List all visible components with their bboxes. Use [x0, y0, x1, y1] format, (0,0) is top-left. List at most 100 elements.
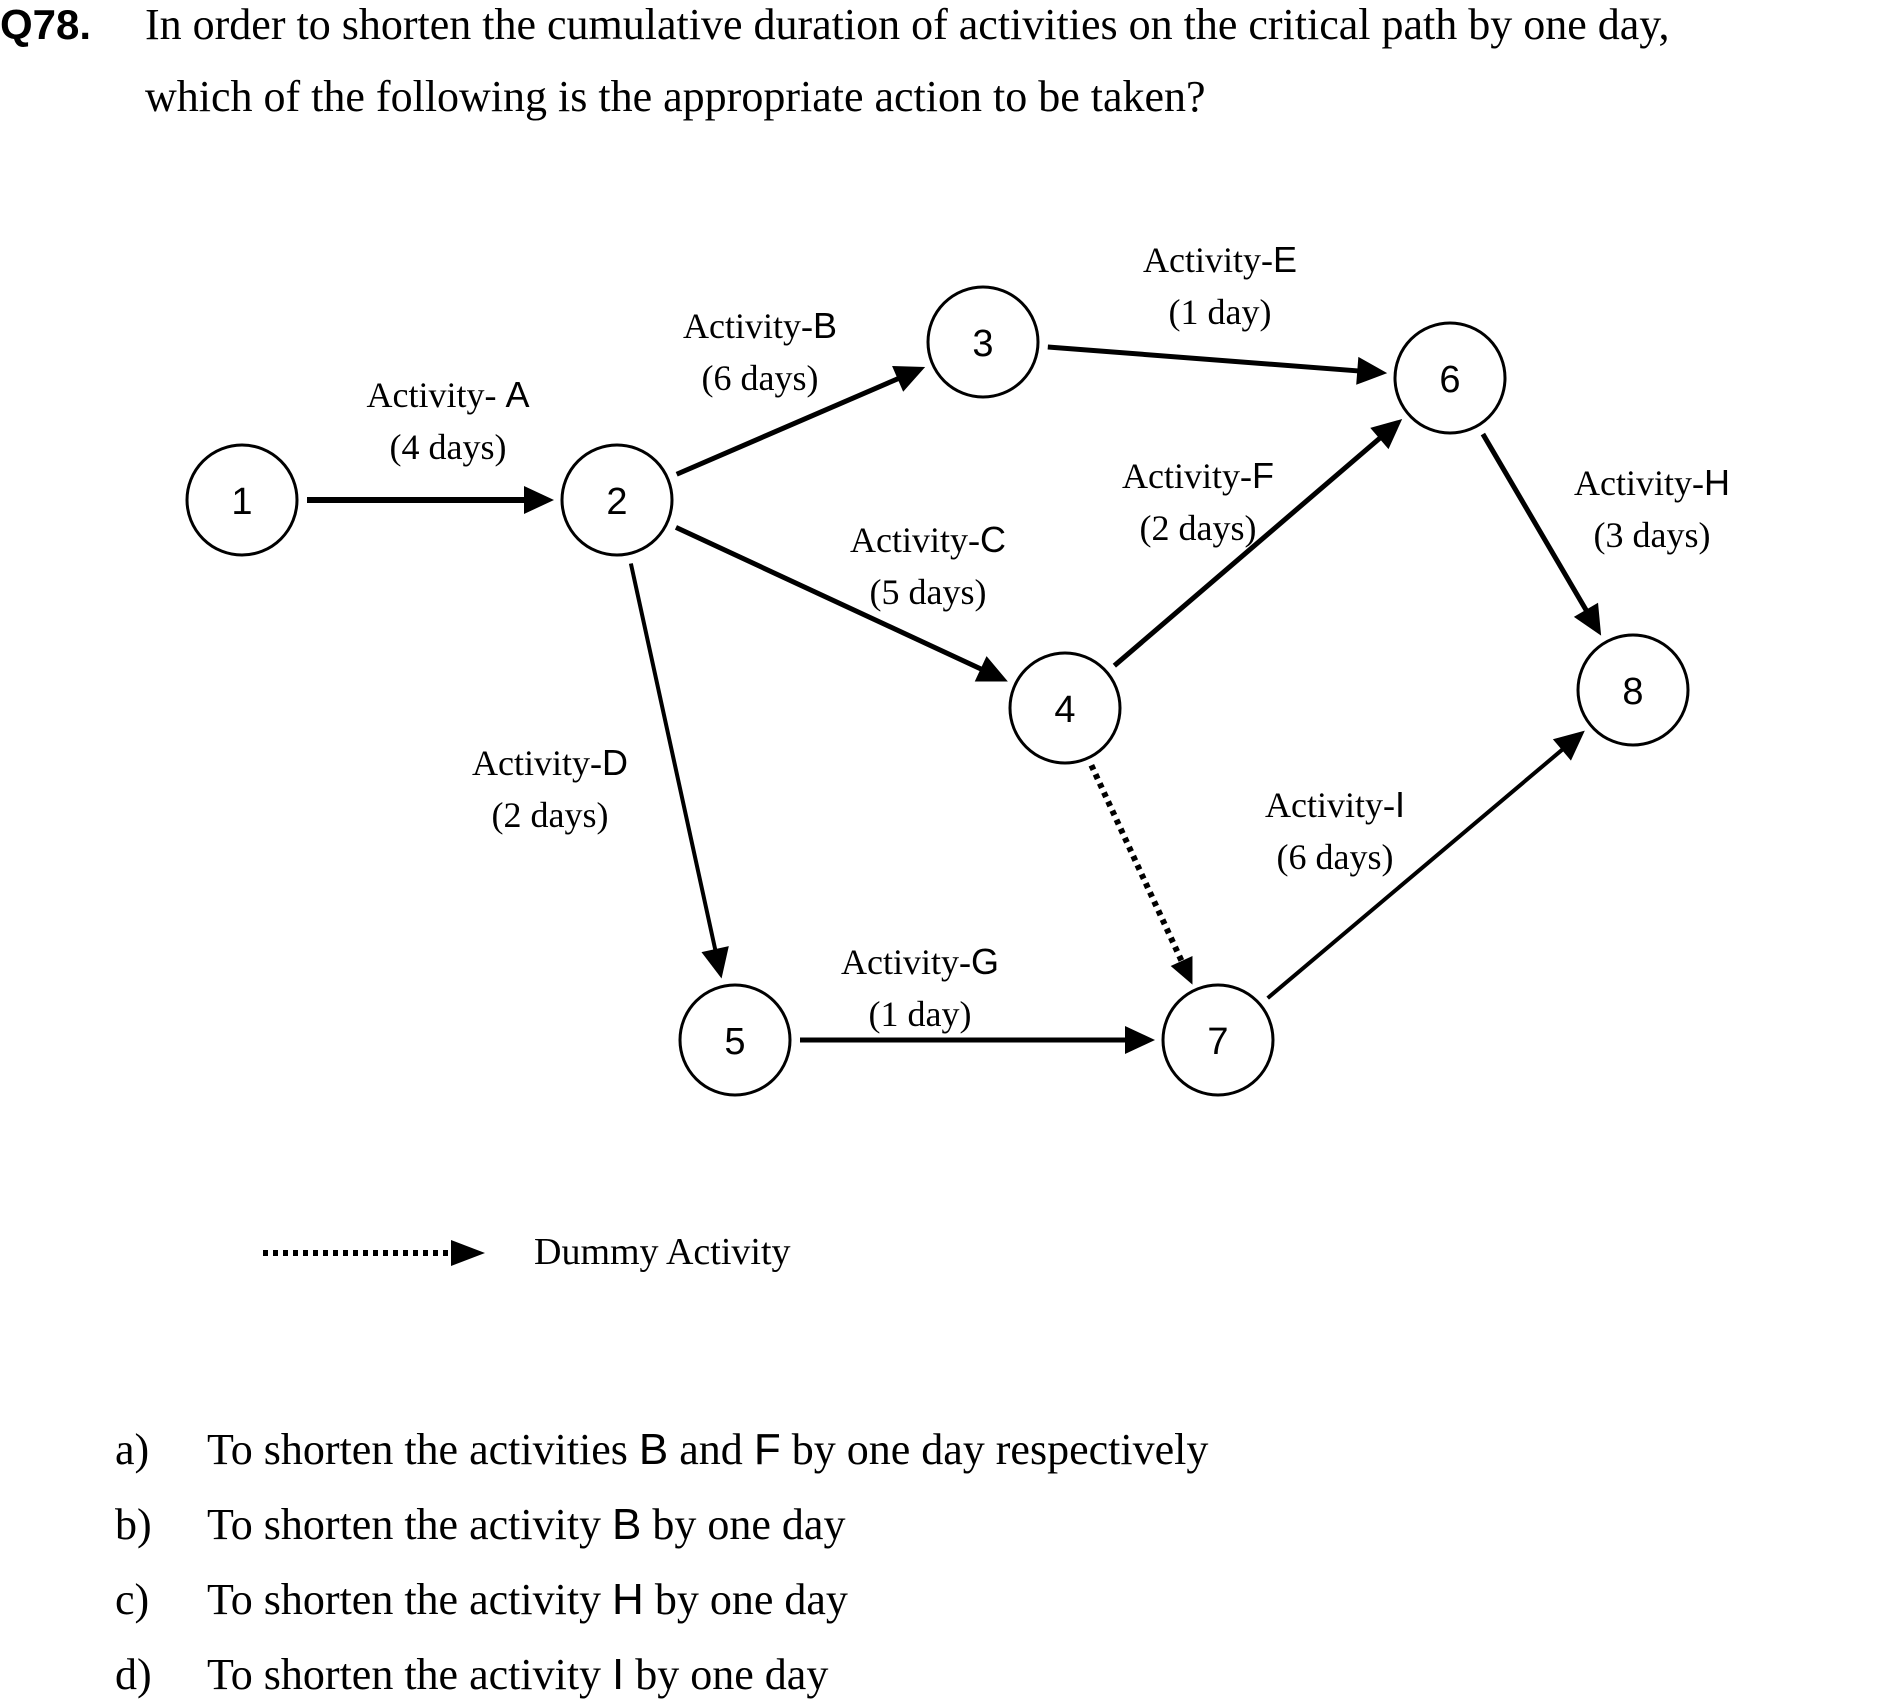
activity-label-prefix: Activity- — [1265, 785, 1395, 825]
option-activity-letter: I — [612, 1650, 625, 1699]
activity-label-prefix: Activity- — [1122, 456, 1252, 496]
activity-i-edge-group — [1266, 730, 1585, 1000]
option-text: by one day — [641, 1500, 846, 1549]
option-text: by one day — [643, 1575, 848, 1624]
activity-h-duration: (3 days) — [1594, 515, 1711, 555]
option-a[interactable]: a)To shorten the activities B and F by o… — [115, 1422, 1208, 1478]
node-7-label: 7 — [1207, 1021, 1228, 1063]
node-7-circle — [1161, 983, 1275, 1097]
option-activity-letter: B — [638, 1425, 669, 1474]
activity-label-prefix: Activity- — [472, 743, 602, 783]
activity-label-letter: G — [971, 941, 999, 982]
activity-b-arrowhead — [892, 366, 926, 392]
option-text: by one day respectively — [780, 1425, 1209, 1474]
option-b[interactable]: b) To shorten the activity B by one day — [115, 1497, 845, 1553]
activity-f-duration: (2 days) — [1140, 508, 1257, 548]
activity-b-label: Activity-B — [683, 305, 837, 346]
node-4-label: 4 — [1054, 689, 1075, 731]
activity-label-letter: B — [813, 305, 837, 346]
activity-label-letter: E — [1273, 239, 1297, 280]
option-text: To shorten the activity — [207, 1650, 613, 1699]
activity-d-edge-group — [628, 563, 729, 979]
activity-g-duration: (1 day) — [869, 994, 972, 1034]
node-4: 4 — [1008, 651, 1122, 765]
node-8-label: 8 — [1622, 671, 1643, 713]
option-c[interactable]: c)To shorten the activity H by one day — [115, 1572, 848, 1628]
activity-h-edge-group — [1480, 432, 1602, 636]
activity-label-letter: F — [1252, 455, 1274, 496]
option-text: To shorten the activities — [207, 1425, 639, 1474]
activity-e-edge-group — [1047, 344, 1388, 385]
activity-c-duration: (5 days) — [870, 572, 987, 612]
activity-label-prefix: Activity- — [1143, 240, 1273, 280]
activity-g-arrowhead — [1125, 1026, 1155, 1054]
activity-e-label: Activity-E — [1143, 239, 1297, 280]
node-5: 5 — [678, 983, 792, 1097]
node-1-circle — [185, 443, 299, 557]
activity-label-prefix: Activity- — [367, 375, 506, 415]
option-label: a) — [115, 1425, 150, 1474]
activity-f-arrowhead — [1370, 418, 1403, 450]
node-6-circle — [1393, 321, 1507, 435]
activity-label-letter: A — [505, 374, 529, 415]
activity-e-arrowhead — [1356, 356, 1388, 385]
activity-g-label: Activity-G — [841, 941, 999, 982]
activity-label-prefix: Activity- — [683, 306, 813, 346]
activity-d-label: Activity-D — [472, 742, 628, 783]
activity-i-arrow — [1266, 744, 1568, 1000]
option-text: by one day — [624, 1650, 829, 1699]
activity-c-arrowhead — [974, 656, 1008, 682]
activity-f-arrow — [1112, 432, 1386, 668]
option-activity-letter: F — [753, 1425, 781, 1474]
activity-label-prefix: Activity- — [1574, 463, 1704, 503]
node-2: 2 — [560, 443, 674, 557]
activity-i-arrowhead — [1552, 730, 1585, 761]
option-activity-letter: H — [612, 1575, 644, 1624]
option-label: c) — [115, 1575, 150, 1624]
activity-c-edge-group — [674, 525, 1008, 682]
activity-b-arrow — [675, 374, 905, 477]
activity-a-edge-group — [307, 486, 554, 514]
node-6-label: 6 — [1439, 359, 1460, 401]
option-d[interactable]: d) To shorten the activity I by one day — [115, 1647, 828, 1703]
activity-a-arrowhead — [524, 486, 554, 514]
activity-h-label: Activity-H — [1574, 462, 1730, 503]
activity-a-label: Activity- A — [367, 374, 530, 415]
node-5-circle — [678, 983, 792, 1097]
activity-label-prefix: Activity- — [850, 520, 980, 560]
node-1-label: 1 — [231, 481, 252, 523]
activity-c-arrow — [674, 525, 988, 674]
node-3-circle — [926, 285, 1040, 399]
legend-dummy-arrowhead — [451, 1240, 485, 1266]
activity-c-label: Activity-C — [850, 519, 1006, 560]
node-8-circle — [1576, 633, 1690, 747]
activity-i-label: Activity-I — [1265, 784, 1405, 825]
activity-e-arrow — [1047, 344, 1364, 374]
activity-g-edge-group — [800, 1026, 1155, 1054]
node-4-circle — [1008, 651, 1122, 765]
question-number: Q78. — [0, 1, 92, 48]
node-5-label: 5 — [724, 1021, 745, 1063]
activity-d-duration: (2 days) — [492, 795, 609, 835]
activity-i-duration: (6 days) — [1277, 837, 1394, 877]
activity-d-arrowhead — [701, 946, 729, 979]
dummy-activity-arrow — [1088, 763, 1186, 966]
question-text-line-2: which of the following is the appropriat… — [145, 72, 1206, 121]
node-7: 7 — [1161, 983, 1275, 1097]
option-activity-letter: B — [612, 1500, 642, 1549]
option-label: b) — [115, 1500, 152, 1549]
activity-b-duration: (6 days) — [702, 358, 819, 398]
legend-dummy-label: Dummy Activity — [534, 1231, 791, 1273]
option-label: d) — [115, 1650, 152, 1699]
node-8: 8 — [1576, 633, 1690, 747]
activity-d-arrow — [628, 563, 719, 956]
option-text: To shorten the activity — [207, 1500, 613, 1549]
activity-h-arrowhead — [1573, 602, 1602, 636]
activity-label-letter: D — [602, 742, 628, 783]
node-6: 6 — [1393, 321, 1507, 435]
activity-label-letter: C — [980, 519, 1006, 560]
activity-b-edge-group — [675, 366, 926, 477]
node-3-label: 3 — [972, 323, 993, 365]
activity-e-duration: (1 day) — [1169, 292, 1272, 332]
